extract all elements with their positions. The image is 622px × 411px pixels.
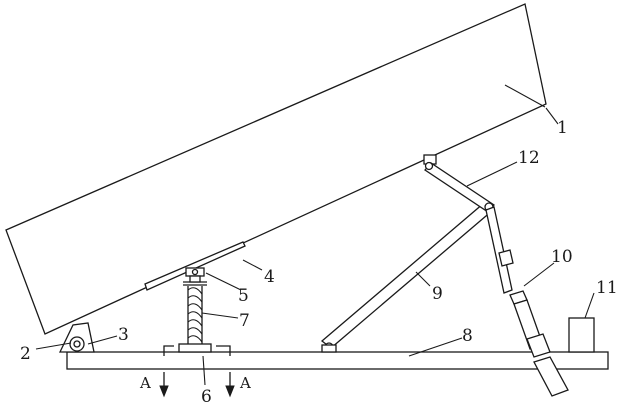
label-5: 5: [238, 286, 249, 306]
label-8: 8: [462, 326, 473, 346]
section-label-left: A: [139, 374, 151, 392]
part-labels: 1 2 3 4 5 6 7 8 9 10 11 12 A A: [20, 118, 618, 407]
hinge-support: [58, 322, 95, 353]
label-9: 9: [432, 284, 443, 304]
mount-plate: [144, 241, 246, 291]
leader-lines: [35, 107, 595, 386]
section-label-right: A: [239, 374, 251, 392]
link-arm: [423, 154, 495, 213]
label-3: 3: [118, 325, 129, 345]
label-1: 1: [557, 118, 568, 138]
label-10: 10: [551, 247, 573, 267]
control-block: [568, 317, 595, 353]
label-11: 11: [596, 278, 618, 298]
box-body: [5, 3, 547, 335]
label-7: 7: [239, 311, 250, 331]
label-2: 2: [20, 344, 31, 364]
section-markers: [159, 345, 235, 398]
label-4: 4: [264, 267, 275, 287]
label-6: 6: [201, 387, 212, 407]
label-12: 12: [518, 148, 540, 168]
base-plate: [66, 351, 609, 370]
screw-assembly: [178, 267, 212, 353]
hydraulic-cylinder: [485, 206, 569, 397]
